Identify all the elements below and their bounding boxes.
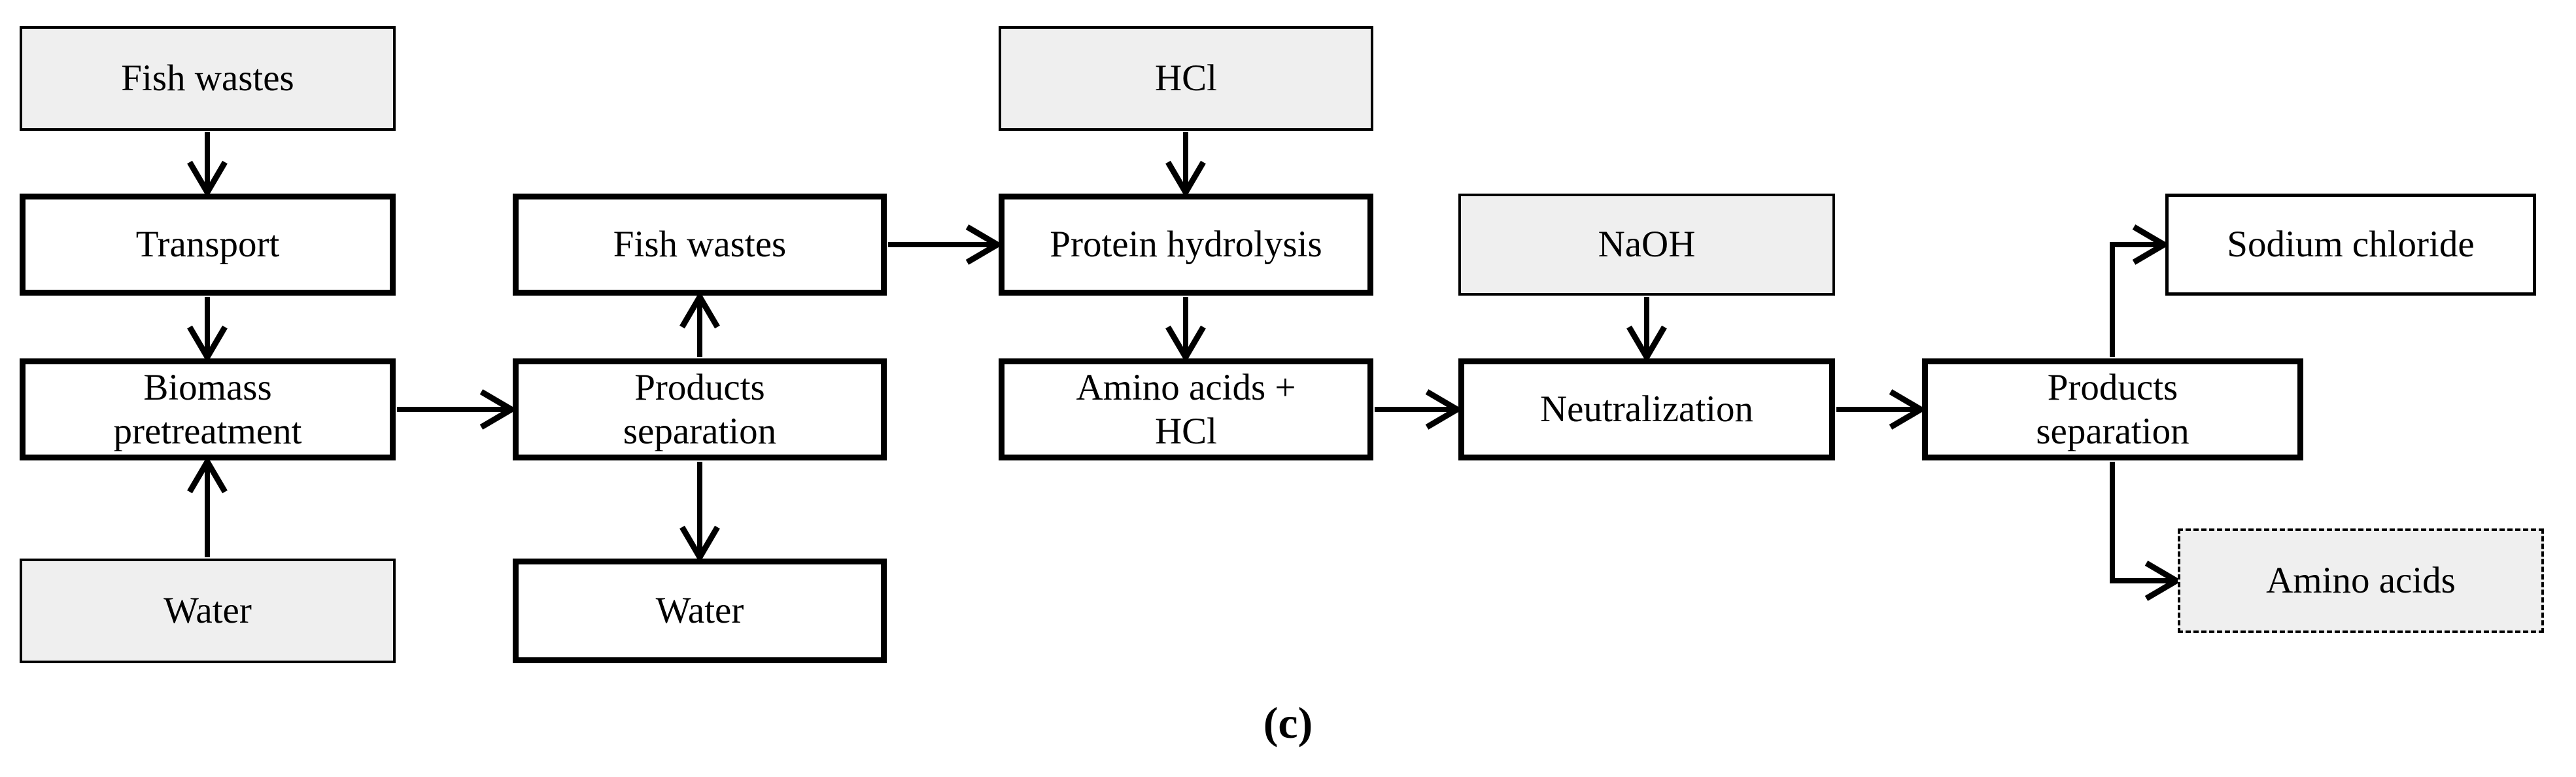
node-products-separation-first: Products separation	[513, 358, 887, 460]
node-label: Products separation	[623, 366, 777, 452]
node-label: NaOH	[1598, 224, 1696, 266]
node-water-input: Water	[20, 559, 396, 663]
node-water-output: Water	[513, 559, 887, 663]
node-label: Products separation	[2036, 366, 2190, 452]
node-label: Amino acids	[2266, 560, 2456, 602]
node-biomass-pretreatment: Biomass pretreatment	[20, 358, 396, 460]
node-label: Sodium chloride	[2227, 224, 2475, 266]
arrowhead-fish-wastes1-to-transport	[187, 160, 228, 198]
arrowhead-products-sep1-to-fish-wastes2	[679, 291, 720, 329]
arrowhead-naoh-to-neutralization	[1626, 325, 1667, 363]
node-hcl-input: HCl	[999, 26, 1373, 131]
node-label: Biomass pretreatment	[113, 366, 302, 452]
node-amino-acids-plus-hcl: Amino acids + HCl	[999, 358, 1373, 460]
node-label: Fish wastes	[121, 58, 294, 99]
node-sodium-chloride-output: Sodium chloride	[2165, 194, 2536, 296]
arrowhead-protein-hydrolysis-to-amino-acids-hcl	[1165, 325, 1206, 363]
node-label: Water	[655, 590, 744, 632]
node-label: HCl	[1154, 58, 1218, 99]
arrow-products-sep2-to-amino-acids	[2110, 462, 2172, 583]
arrowhead-neutralization-to-products-sep2	[1889, 389, 1927, 430]
node-neutralization: Neutralization	[1458, 358, 1835, 460]
arrowhead-products-sep2-to-amino-acids	[2144, 561, 2182, 601]
arrowhead-products-sep1-to-water-out	[679, 525, 720, 563]
node-label: Neutralization	[1539, 389, 1754, 430]
node-amino-acids-output: Amino acids	[2178, 528, 2544, 633]
node-label: Transport	[135, 224, 280, 266]
arrowhead-hcl-to-protein-hydrolysis	[1165, 160, 1206, 198]
arrow-products-sep2-to-sodium-chloride	[2110, 242, 2160, 357]
node-fish-wastes-source: Fish wastes	[20, 26, 396, 131]
node-fish-wastes-separated: Fish wastes	[513, 194, 887, 296]
arrowhead-products-sep2-to-sodium-chloride	[2132, 224, 2170, 265]
node-products-separation-second: Products separation	[1922, 358, 2303, 460]
arrowhead-biomass-to-products-sep1	[479, 389, 517, 430]
arrowhead-transport-to-biomass	[187, 325, 228, 363]
arrowhead-amino-acids-hcl-to-neutralization	[1425, 389, 1463, 430]
node-naoh-input: NaOH	[1458, 194, 1835, 296]
node-label: Water	[163, 590, 252, 632]
arrowhead-water-to-biomass	[187, 456, 228, 494]
node-protein-hydrolysis: Protein hydrolysis	[999, 194, 1373, 296]
node-label: Fish wastes	[613, 224, 787, 266]
node-transport: Transport	[20, 194, 396, 296]
arrowhead-fish-wastes2-to-protein-hydrolysis	[965, 224, 1003, 265]
node-label: Amino acids + HCl	[1076, 366, 1296, 452]
figure-caption: (c)	[1263, 698, 1313, 748]
node-label: Protein hydrolysis	[1050, 224, 1322, 266]
